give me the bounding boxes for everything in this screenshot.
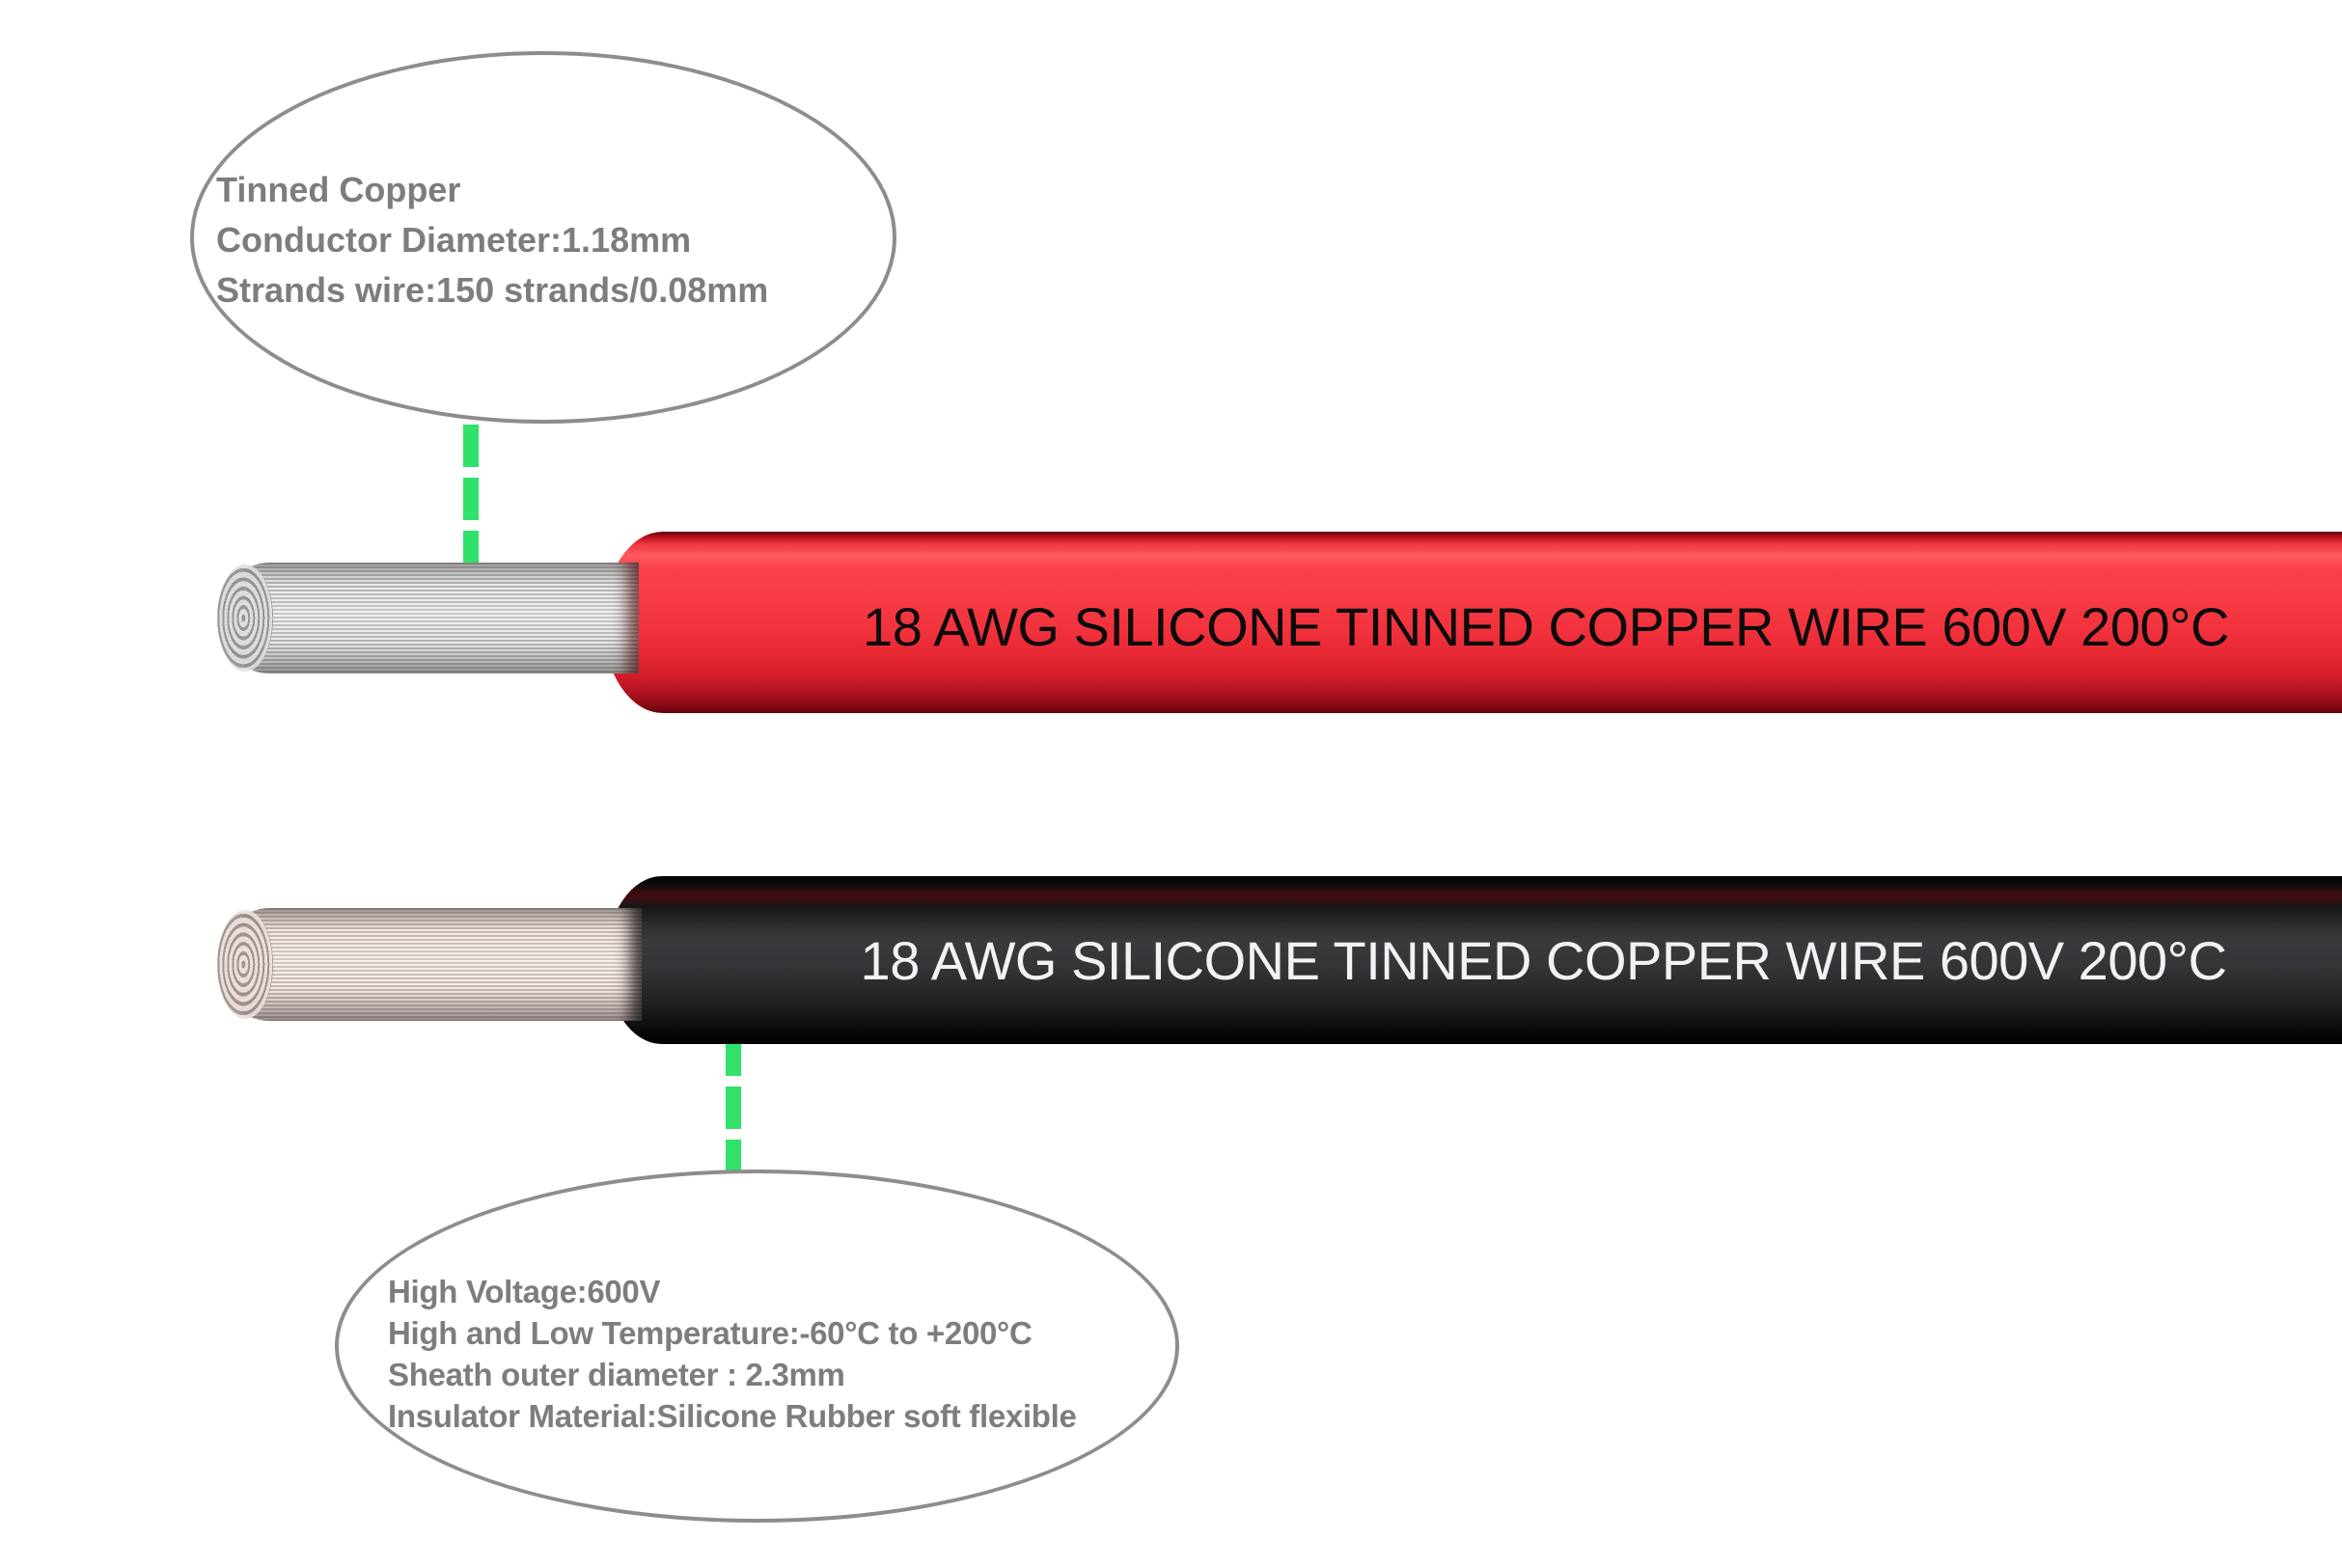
callout-bottom-line-4: Insulator Material:Silicone Rubber soft … (388, 1398, 1077, 1434)
black-wire-insulation: 18 AWG SILICONE TINNED COPPER WIRE 600V … (606, 876, 2342, 1044)
black-wire-conductor (217, 908, 642, 1021)
callout-top-line-1: Tinned Copper (216, 170, 461, 209)
callout-top-ellipse (190, 51, 896, 424)
callout-bottom-line-3: Sheath outer diameter : 2.3mm (388, 1357, 845, 1392)
callout-bottom-line-2: High and Low Temperature:-60°C to +200°C (388, 1315, 1033, 1351)
callout-top-line-2: Conductor Diameter:1.18mm (216, 220, 692, 260)
leader-line-top (463, 425, 479, 573)
callout-top-text: Tinned Copper Conductor Diameter:1.18mm … (216, 165, 768, 316)
leader-line-bottom (726, 1033, 741, 1171)
red-wire-conductor (217, 563, 639, 674)
red-wire-insulation: 18 AWG SILICONE TINNED COPPER WIRE 600V … (603, 532, 2342, 713)
callout-bottom-text: High Voltage:600V High and Low Temperatu… (388, 1271, 1077, 1437)
black-wire-label: 18 AWG SILICONE TINNED COPPER WIRE 600V … (860, 929, 2227, 991)
callout-bottom-ellipse (335, 1169, 1179, 1523)
red-wire-label: 18 AWG SILICONE TINNED COPPER WIRE 600V … (863, 595, 2229, 657)
callout-bottom-line-1: High Voltage:600V (388, 1274, 661, 1309)
callout-top-line-3: Strands wire:150 strands/0.08mm (216, 270, 769, 310)
